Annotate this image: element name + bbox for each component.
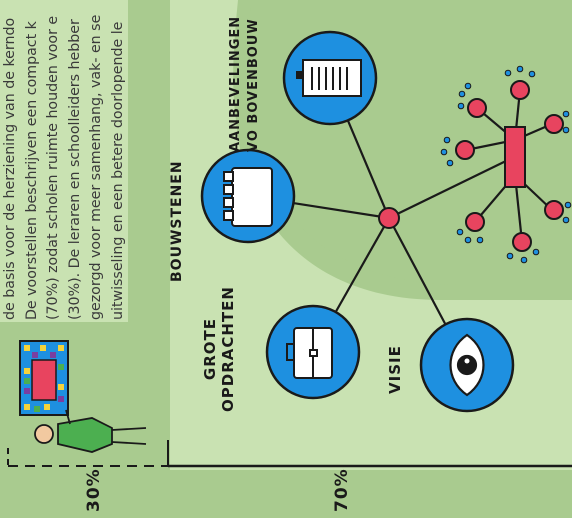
- body-text-line: uitwisseling en een betere doorlopende l…: [109, 21, 126, 320]
- document-icon: [296, 59, 362, 97]
- body-text-line: (30%). De leraren en schoolleiders hebbe…: [66, 19, 83, 320]
- body-text-line: de basis voor de herziening van de kernd…: [2, 17, 18, 320]
- body-text-line: gezorgd voor meer samenhang, vak- en se: [88, 14, 104, 320]
- eye-icon: [449, 333, 485, 397]
- pink-node: [455, 140, 475, 160]
- label-visie-text: VISIE: [386, 345, 404, 394]
- figure-body: [57, 417, 113, 453]
- lego-brick-icon: [223, 167, 273, 227]
- figure-illustration: [19, 340, 147, 453]
- pink-node: [544, 200, 564, 220]
- label-30-percent: 30%: [84, 468, 104, 512]
- figure-head: [34, 424, 54, 444]
- label-70-percent-text: 70%: [332, 468, 352, 512]
- label-visie: VISIE: [386, 345, 404, 394]
- body-text-line: (70%) zodat scholen ruimte houden voor e: [45, 15, 61, 320]
- text-panel: [0, 0, 128, 322]
- label-grote-line1: GROTE: [201, 317, 219, 381]
- center-node: [378, 207, 400, 229]
- pink-node: [544, 114, 564, 134]
- pink-square: [31, 359, 57, 401]
- blue-dots: [440, 65, 572, 264]
- pink-node: [512, 232, 532, 252]
- body-text-line: De voorstellen beschrijven een compact k: [23, 21, 40, 320]
- label-bouwstenen: BOUWSTENEN: [168, 160, 186, 282]
- label-30-percent-text: 30%: [84, 468, 104, 512]
- label-grote-opdrachten: GROTE OPDRACHTEN: [200, 286, 237, 412]
- network-hub: [440, 65, 572, 264]
- pink-node: [510, 80, 530, 100]
- label-70-percent: 70%: [332, 468, 352, 512]
- briefcase-icon: [286, 327, 333, 379]
- label-aanbevelingen-line1: AANBEVELINGEN: [228, 15, 243, 152]
- pink-bar: [504, 126, 526, 188]
- label-grote-line2: OPDRACHTEN: [219, 286, 237, 412]
- label-bouwstenen-text: BOUWSTENEN: [169, 160, 185, 282]
- body-text: de basis voor de herziening van de kernd…: [0, 0, 126, 320]
- label-aanbevelingen-line2: VO BOVENBOUW: [246, 18, 261, 152]
- label-aanbevelingen: AANBEVELINGEN VO BOVENBOUW: [226, 16, 262, 152]
- pink-node: [465, 212, 485, 232]
- pink-node: [467, 98, 487, 118]
